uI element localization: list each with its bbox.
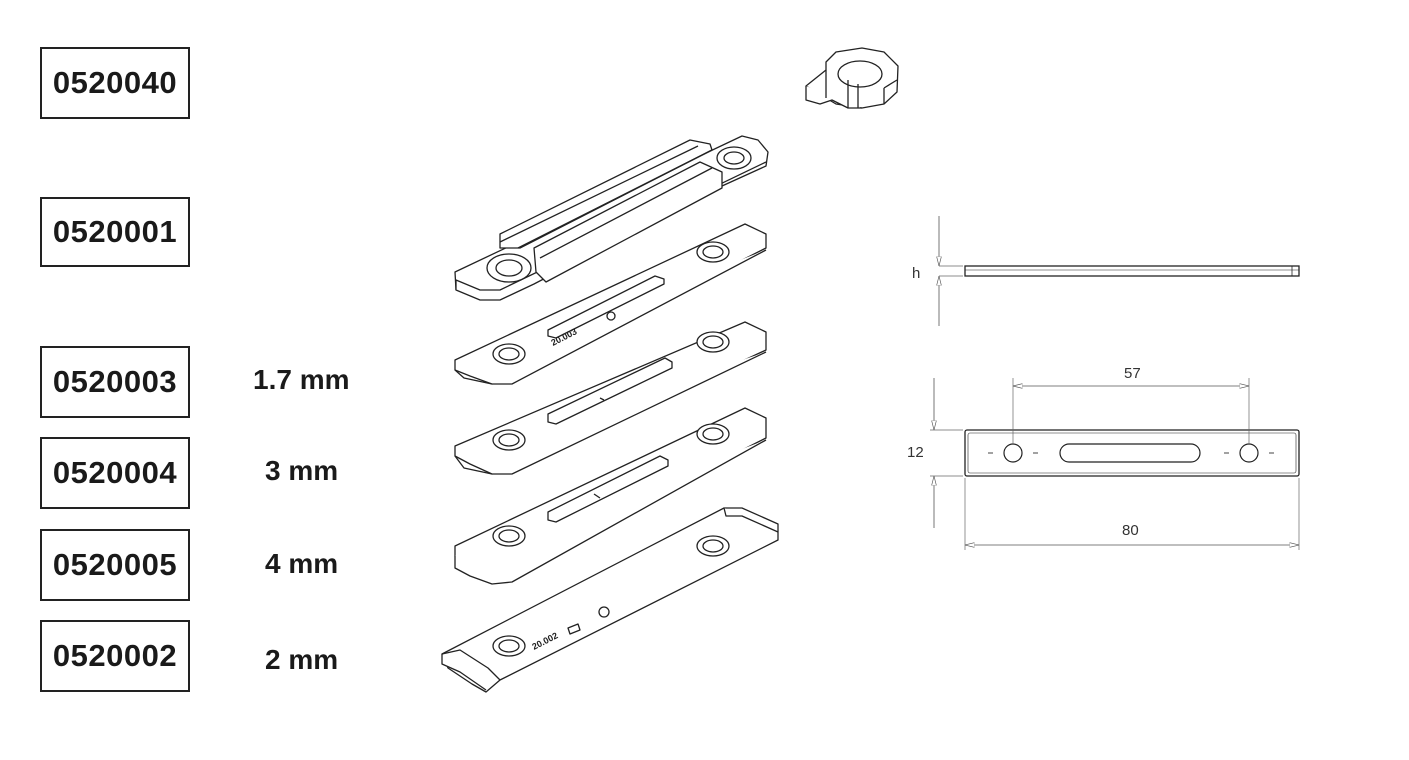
clip-part-0520040 [805, 47, 899, 109]
end-plate-part-0520002 [441, 507, 779, 693]
thickness-label-0520005: 4 mm [265, 548, 339, 579]
part-code: 0520005 [52, 547, 178, 582]
thickness-label-0520002: 2 mm [265, 644, 339, 675]
part-code: 0520004 [52, 455, 178, 490]
part-code: 0520003 [52, 364, 178, 399]
dimension-height-label: h [912, 265, 920, 282]
part-code: 0520002 [52, 638, 178, 673]
dimension-length: 80 [1122, 522, 1139, 539]
thickness-label-0520004: 3 mm [265, 455, 339, 486]
top-view: 57 12 80 [907, 365, 1300, 550]
guide-rail-part-0520001 [454, 135, 769, 301]
shim-plate-part-0520004 [454, 321, 767, 475]
part-code-box-0520005: 0520005 [40, 529, 190, 601]
shim-plate-part-0520003 [454, 223, 767, 385]
shim-plate-part-0520005 [454, 407, 767, 585]
part-code: 0520040 [52, 65, 178, 100]
dimension-width: 12 [907, 444, 924, 461]
part-code-box-0520003: 0520003 [40, 346, 190, 418]
part-code-box-0520001: 0520001 [40, 197, 190, 267]
part-code-box-0520004: 0520004 [40, 437, 190, 509]
dimension-hole-spacing: 57 [1124, 365, 1141, 382]
thickness-label-0520003: 1.7 mm [253, 364, 350, 395]
part-code-box-0520002: 0520002 [40, 620, 190, 692]
part-code: 0520001 [52, 214, 178, 249]
side-view: h [912, 216, 1300, 326]
part-code-box-0520040: 0520040 [40, 47, 190, 119]
